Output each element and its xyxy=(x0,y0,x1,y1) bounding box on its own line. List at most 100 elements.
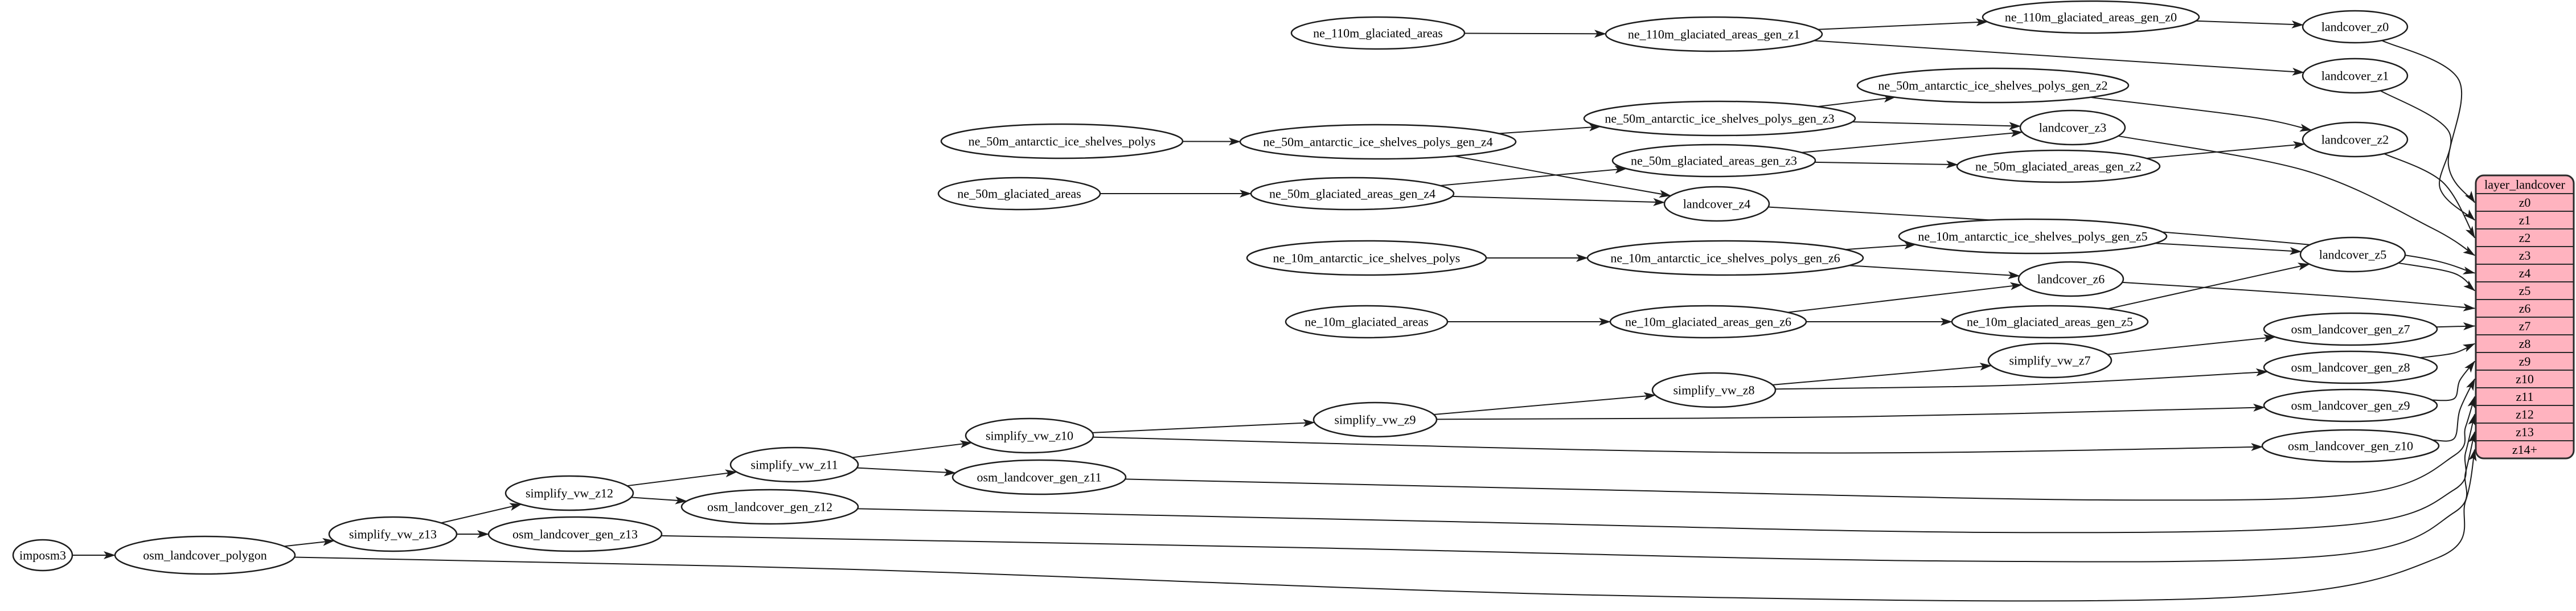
edge-g13-row-z13 xyxy=(661,431,2476,563)
table-row-z8: z8 xyxy=(2519,337,2531,351)
node-g8: osm_landcover_gen_z8 xyxy=(2263,350,2438,384)
table-row-z9: z9 xyxy=(2519,354,2531,368)
node-ellipse-n10a5 xyxy=(1898,218,2168,255)
node-label-n10a5: ne_10m_antarctic_ice_shelves_polys_gen_z… xyxy=(1918,229,2147,244)
node-ellipse-n110 xyxy=(1290,16,1466,50)
edge-n10g6-lc6 xyxy=(1787,282,2023,313)
edge-s11-g11 xyxy=(856,467,956,477)
node-ellipse-n50a2 xyxy=(1856,67,2130,104)
edge-s12-g12 xyxy=(631,496,687,505)
node-label-g11: osm_landcover_gen_z11 xyxy=(977,470,1101,485)
node-ellipse-lc0 xyxy=(2302,10,2409,44)
edge-lc5-row-z5 xyxy=(2398,262,2475,292)
edge-lc0-row-z0 xyxy=(2381,40,2475,203)
table-row-z7: z7 xyxy=(2519,319,2531,333)
node-lc1: landcover_z1 xyxy=(2302,58,2409,94)
node-label-lc5: landcover_z5 xyxy=(2319,248,2387,262)
table-row-z0: z0 xyxy=(2519,195,2531,210)
node-label-n50g2: ne_50m_glaciated_areas_gen_z2 xyxy=(1975,159,2142,174)
table-row-z5: z5 xyxy=(2519,284,2531,298)
node-imposm3: imposm3 xyxy=(12,539,73,572)
node-ellipse-s12 xyxy=(504,475,634,511)
graph-nodes: imposm3 osm_landcover_polygon simplify_vw_… xyxy=(12,0,2440,575)
node-ellipse-lc6 xyxy=(2017,261,2124,297)
node-label-n50a3: ne_50m_antarctic_ice_shelves_polys_gen_z… xyxy=(1605,112,1834,126)
node-n10a6: ne_10m_antarctic_ice_shelves_polys_gen_z… xyxy=(1586,240,1864,276)
edge-n50g3-lc3 xyxy=(1801,129,2023,153)
edge-n50a3-n50a2 xyxy=(1817,95,1896,108)
node-label-poly: osm_landcover_polygon xyxy=(143,548,267,563)
edge-s13-s12 xyxy=(441,503,522,524)
edge-n50a3-lc3 xyxy=(1852,121,2021,130)
node-ellipse-lc4 xyxy=(1663,186,1770,222)
node-g10: osm_landcover_gen_z10 xyxy=(2261,429,2440,463)
node-label-g8: osm_landcover_gen_z8 xyxy=(2291,360,2410,375)
node-ellipse-n50g2 xyxy=(1956,149,2161,183)
node-ellipse-lc3 xyxy=(2019,109,2126,146)
node-label-n10a6: ne_10m_antarctic_ice_shelves_polys_gen_z… xyxy=(1610,251,1840,265)
node-label-lc4: landcover_z4 xyxy=(1683,197,1751,211)
node-g7: osm_landcover_gen_z7 xyxy=(2263,312,2438,346)
edge-s10-g10 xyxy=(1093,436,2263,454)
edge-poly-row-z14+ xyxy=(294,449,2477,602)
table-row-z4: z4 xyxy=(2519,266,2531,280)
node-g11: osm_landcover_gen_z11 xyxy=(951,459,1127,495)
node-g12: osm_landcover_gen_z12 xyxy=(680,489,859,525)
node-ellipse-n110g0 xyxy=(1982,0,2200,34)
node-ellipse-lc5 xyxy=(2299,236,2406,273)
node-ellipse-poly xyxy=(114,535,296,575)
node-ellipse-n50a4 xyxy=(1239,124,1517,160)
node-label-g13: osm_landcover_gen_z13 xyxy=(512,527,638,542)
node-label-n50g: ne_50m_glaciated_areas xyxy=(957,187,1081,201)
node-label-n10a: ne_10m_antarctic_ice_shelves_polys xyxy=(1273,251,1461,265)
table-row-z6: z6 xyxy=(2519,301,2531,315)
node-label-s7: simplify_vw_z7 xyxy=(2009,354,2091,368)
node-s10: simplify_vw_z10 xyxy=(965,417,1094,454)
node-label-lc1: landcover_z1 xyxy=(2321,69,2389,83)
edge-n110g1-lc1 xyxy=(1814,40,2304,76)
edge-s8-g8 xyxy=(1775,368,2269,390)
node-n50g2: ne_50m_glaciated_areas_gen_z2 xyxy=(1956,149,2161,183)
edge-g7-row-z7 xyxy=(2436,322,2475,331)
table-row-z3: z3 xyxy=(2519,248,2531,263)
table-row-z2: z2 xyxy=(2519,231,2531,245)
node-ellipse-n50a3 xyxy=(1583,100,1856,137)
node-label-n50g4: ne_50m_glaciated_areas_gen_z4 xyxy=(1269,187,1435,201)
edge-n110g0-lc0 xyxy=(2196,20,2304,28)
node-ellipse-lc1 xyxy=(2302,58,2409,94)
node-n50a3: ne_50m_antarctic_ice_shelves_polys_gen_z… xyxy=(1583,100,1856,137)
node-label-n50g3: ne_50m_glaciated_areas_gen_z3 xyxy=(1631,154,1797,168)
edge-n50g4-lc4 xyxy=(1452,195,1666,206)
node-n10a: ne_10m_antarctic_ice_shelves_polys xyxy=(1246,240,1487,276)
node-ellipse-n10g5 xyxy=(1951,305,2149,339)
node-ellipse-s10 xyxy=(965,417,1094,454)
edge-s9-g9 xyxy=(1436,403,2266,420)
node-label-n110g0: ne_110m_glaciated_areas_gen_z0 xyxy=(2005,10,2177,24)
node-label-g12: osm_landcover_gen_z12 xyxy=(707,500,832,514)
node-ellipse-n50g4 xyxy=(1250,177,1455,211)
edge-s7-g7 xyxy=(2107,334,2276,355)
node-s13: simplify_vw_z13 xyxy=(328,516,458,552)
node-label-n10g6: ne_10m_glaciated_areas_gen_z6 xyxy=(1625,315,1791,329)
node-label-n10g: ne_10m_glaciated_areas xyxy=(1305,315,1428,329)
node-ellipse-n10g xyxy=(1285,305,1449,339)
node-ellipse-g13 xyxy=(487,516,663,552)
node-ellipse-s11 xyxy=(729,446,859,483)
edge-lc2-row-z2 xyxy=(2384,153,2475,239)
node-ellipse-n50g xyxy=(937,177,1101,211)
node-s12: simplify_vw_z12 xyxy=(504,475,634,511)
node-label-s11: simplify_vw_z11 xyxy=(750,458,838,472)
node-ellipse-g7 xyxy=(2263,312,2438,346)
node-ellipse-n10a xyxy=(1246,240,1487,276)
node-ellipse-n10g6 xyxy=(1609,305,1807,339)
layer-landcover-table: layer_landcoverz0z1z2z3z4z5z6z7z8z9z10z1… xyxy=(2475,174,2575,460)
node-label-n110: ne_110m_glaciated_areas xyxy=(1313,26,1443,40)
edge-lc3-row-z3 xyxy=(2118,135,2475,256)
edge-g11-row-z11 xyxy=(1125,396,2475,501)
node-n50g: ne_50m_glaciated_areas xyxy=(937,177,1101,211)
node-ellipse-n50g3 xyxy=(1611,143,1816,178)
node-ellipse-n10a6 xyxy=(1586,240,1864,276)
node-n50a4: ne_50m_antarctic_ice_shelves_polys_gen_z… xyxy=(1239,124,1517,160)
